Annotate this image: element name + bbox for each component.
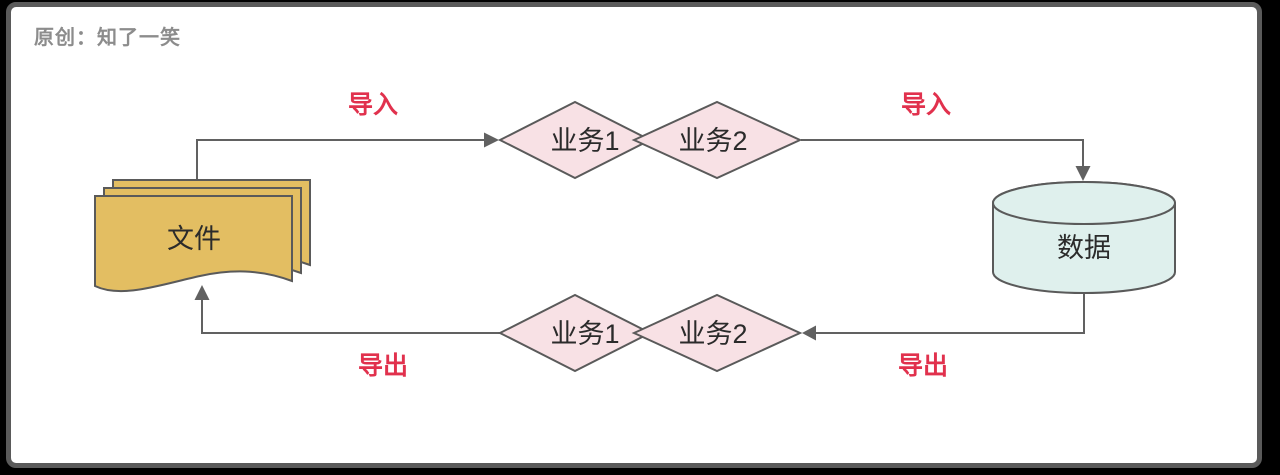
diamond-import-step2	[631, 100, 803, 180]
import-step1-label: 业务1	[550, 126, 619, 156]
connector-import-to-database	[801, 139, 1084, 166]
database-node: 数据	[992, 181, 1176, 294]
export-step1-label: 业务1	[550, 319, 619, 349]
document-sheet-front	[94, 195, 293, 293]
import-label-left: 导入	[348, 91, 398, 119]
cylinder-top-rim	[992, 181, 1176, 225]
import-step2-label: 业务2	[678, 126, 747, 156]
database-node-label: 数据	[1057, 233, 1111, 263]
file-node: 文件	[94, 179, 311, 293]
export-step2-label: 业务2	[678, 319, 747, 349]
import-label-right: 导入	[901, 91, 951, 119]
flow-labels: 导入 导入 导出 导出	[348, 91, 951, 380]
connector-database-to-export	[816, 294, 1085, 334]
export-label-right: 导出	[898, 352, 948, 380]
connectors	[194, 132, 1091, 341]
connector-file-to-import	[196, 139, 485, 181]
arrowhead-right-icon	[484, 132, 499, 148]
arrowhead-up-icon	[194, 285, 210, 300]
import-step-diamonds: 业务1 业务2	[497, 100, 803, 180]
file-node-label: 文件	[167, 224, 221, 254]
arrowhead-left-icon	[802, 325, 816, 341]
export-label-left: 导出	[358, 352, 408, 380]
connector-export-to-file	[201, 300, 500, 334]
export-step-diamonds: 业务1 业务2	[497, 293, 803, 373]
arrowhead-down-icon	[1075, 166, 1091, 181]
diamond-export-step2	[631, 293, 803, 373]
byline-text: 原创：知了一笑	[34, 27, 181, 49]
